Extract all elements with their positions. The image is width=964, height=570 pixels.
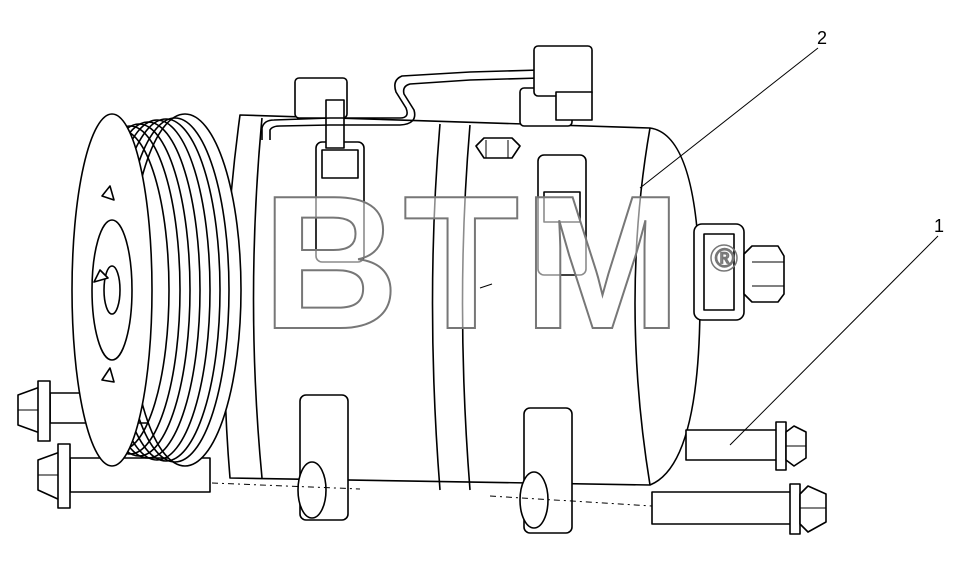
rear-nut <box>743 245 785 303</box>
mounting-ear-right-upper <box>537 154 587 276</box>
pulley <box>71 113 242 467</box>
callout-leader-1 <box>729 235 939 446</box>
top-nut <box>475 137 521 159</box>
watermark-text: BTM <box>262 157 686 369</box>
bolt-right-upper <box>685 421 807 471</box>
electrical-connector <box>533 45 593 121</box>
watermark-registered-mark: ® <box>715 243 734 273</box>
callout-leader-2 <box>639 47 819 189</box>
callout-number-1: 1 <box>934 216 944 236</box>
bolt-centerline-1 <box>211 482 361 490</box>
callout-number-2: 2 <box>817 28 827 48</box>
mounting-ear-right-lower <box>519 407 573 534</box>
mounting-ear-left-lower <box>297 394 349 521</box>
top-fitting-left <box>294 77 348 149</box>
refrigerant-pipe <box>261 69 541 140</box>
bolt-right-lower <box>651 483 827 535</box>
bolt-centerline-2 <box>489 495 653 507</box>
mounting-ear-left-upper <box>315 141 365 263</box>
registered-mark-circle <box>710 244 738 272</box>
